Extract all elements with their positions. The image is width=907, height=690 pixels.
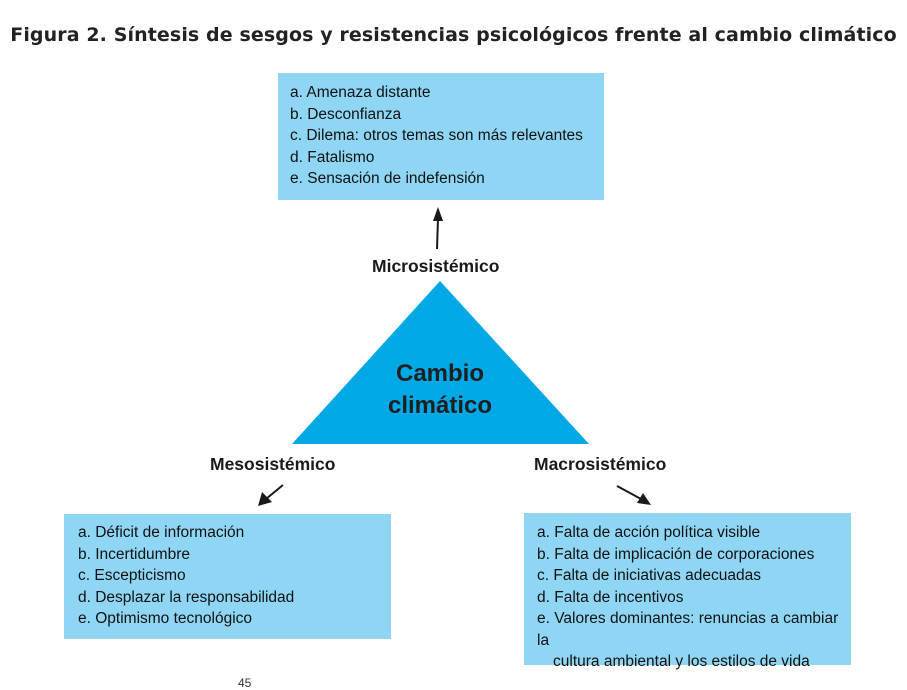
arrow-down-right-icon (616, 485, 651, 505)
list-item: b. Falta de implicación de corporaciones (537, 545, 815, 563)
list-item: cultura ambiental y los estilos de vida (553, 653, 810, 670)
arrow-up-icon (433, 207, 443, 250)
list-item: d. Desplazar la responsabilidad (78, 588, 295, 606)
list-item: d. Falta de incentivos (537, 588, 684, 606)
list-item: b. Incertidumbre (78, 545, 190, 563)
arrow-down-left-icon (258, 484, 284, 506)
list-item: e. Optimismo tecnológico (78, 610, 253, 627)
mesosystemic-box: a. Déficit de información b. Incertidumb… (64, 514, 391, 639)
mesosystemic-label: Mesosistémico (210, 454, 336, 474)
list-item: a. Déficit de información (78, 524, 245, 541)
page-number: 45 (238, 676, 252, 690)
microsystemic-label: Microsistémico (372, 256, 500, 276)
figure-title: Figura 2. Síntesis de sesgos y resistenc… (10, 24, 897, 46)
microsystemic-box: a. Amenaza distante b. Desconfianza c. D… (278, 73, 604, 200)
list-item: e. Sensación de indefensión (290, 170, 485, 187)
list-item: c. Escepticismo (78, 567, 186, 584)
microsystemic-list: a. Amenaza distante b. Desconfianza c. D… (290, 82, 604, 190)
mesosystemic-list: a. Déficit de información b. Incertidumb… (78, 522, 391, 630)
list-item: a. Falta de acción política visible (537, 524, 761, 541)
macrosystemic-list: a. Falta de acción política visible b. F… (537, 522, 851, 673)
macrosystemic-label: Macrosistémico (534, 454, 667, 474)
macrosystemic-box: a. Falta de acción política visible b. F… (524, 513, 851, 670)
list-item: a. Amenaza distante (290, 84, 431, 101)
center-line: Cambio (395, 360, 484, 387)
list-item: c. Falta de iniciativas adecuadas (537, 567, 762, 584)
list-item: d. Fatalismo (290, 148, 375, 166)
center-label: Cambio climático (340, 358, 540, 422)
list-item: e. Valores dominantes: renuncias a cambi… (537, 610, 839, 649)
center-line: climático (387, 392, 493, 419)
list-item: c. Dilema: otros temas son más relevante… (290, 127, 583, 144)
climate-change-triangle (292, 281, 589, 444)
list-item: b. Desconfianza (290, 105, 402, 123)
